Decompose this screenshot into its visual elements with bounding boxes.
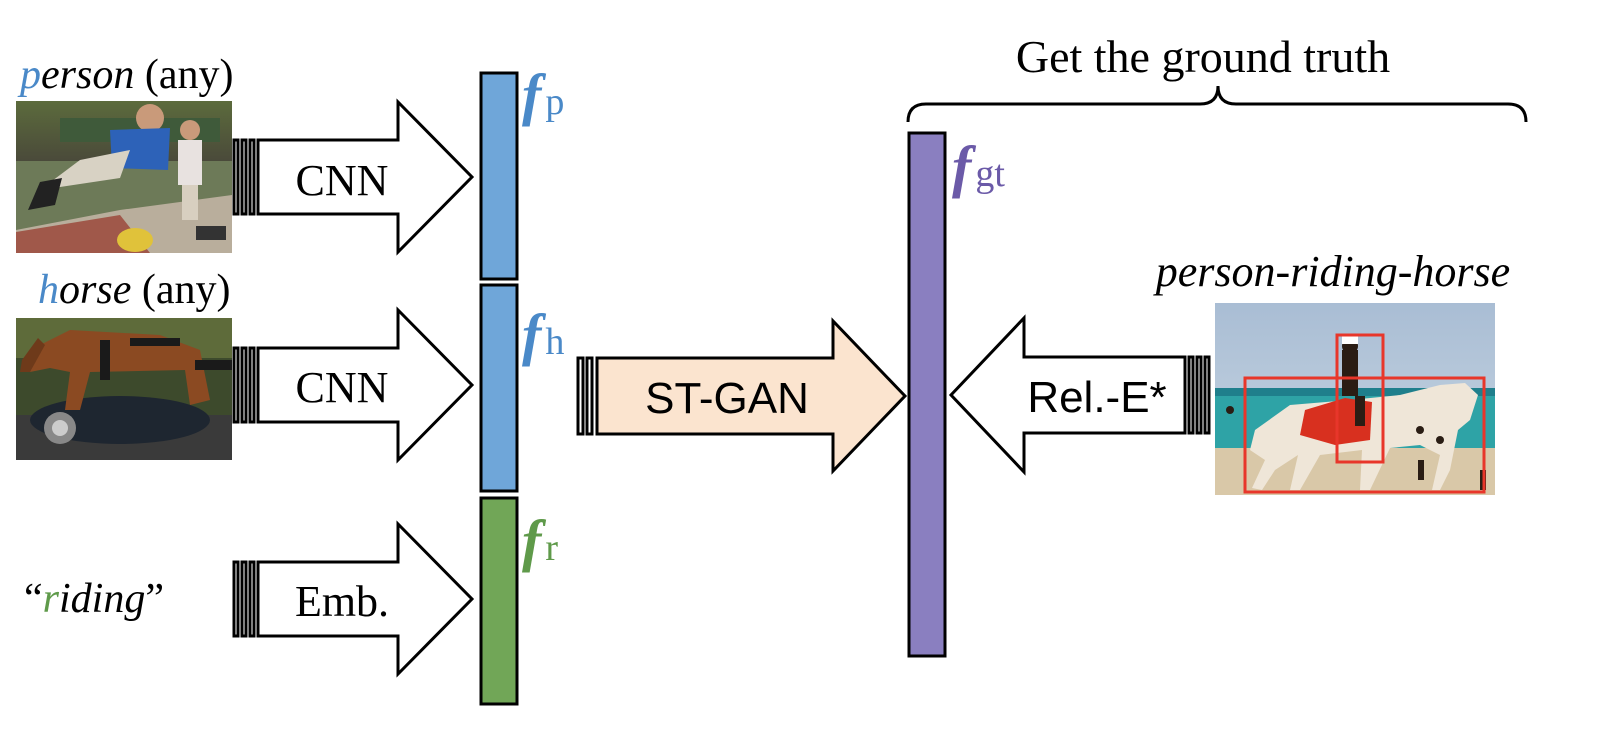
- horse-carriage-photo: [16, 318, 232, 460]
- feature-bar-person: [479, 71, 519, 281]
- st-gan-label: ST-GAN: [645, 374, 809, 423]
- person-bounding-box: [1335, 333, 1385, 464]
- ground-truth-brace-label: Get the ground truth: [1016, 31, 1390, 82]
- horse-bounding-box: [1243, 376, 1486, 494]
- cnn-arrow-horse: CNN: [232, 306, 475, 464]
- ground-truth-brace: [906, 85, 1528, 123]
- relation-extractor-arrow: Rel.-E*: [948, 314, 1211, 476]
- emb-label: Emb.: [295, 577, 389, 626]
- feature-bar-ground-truth: [907, 131, 947, 658]
- cnn-arrow-person: CNN: [232, 98, 475, 256]
- horse-label: horse (any): [38, 267, 230, 313]
- riding-label: “riding”: [24, 576, 164, 622]
- cnn-label-horse: CNN: [296, 363, 389, 412]
- person-label: person (any): [17, 52, 233, 98]
- st-gan-arrow: ST-GAN: [576, 317, 908, 475]
- feature-bar-relation: [479, 496, 519, 706]
- cnn-label-person: CNN: [296, 156, 389, 205]
- feature-bar-horse: [479, 283, 519, 493]
- riding-image-caption: person-riding-horse: [1153, 247, 1510, 296]
- person-jumping-photo: [16, 101, 232, 253]
- relation-extractor-label: Rel.-E*: [1027, 373, 1166, 422]
- person-riding-horse-photo: [1215, 303, 1495, 495]
- emb-arrow-riding: Emb.: [232, 520, 475, 678]
